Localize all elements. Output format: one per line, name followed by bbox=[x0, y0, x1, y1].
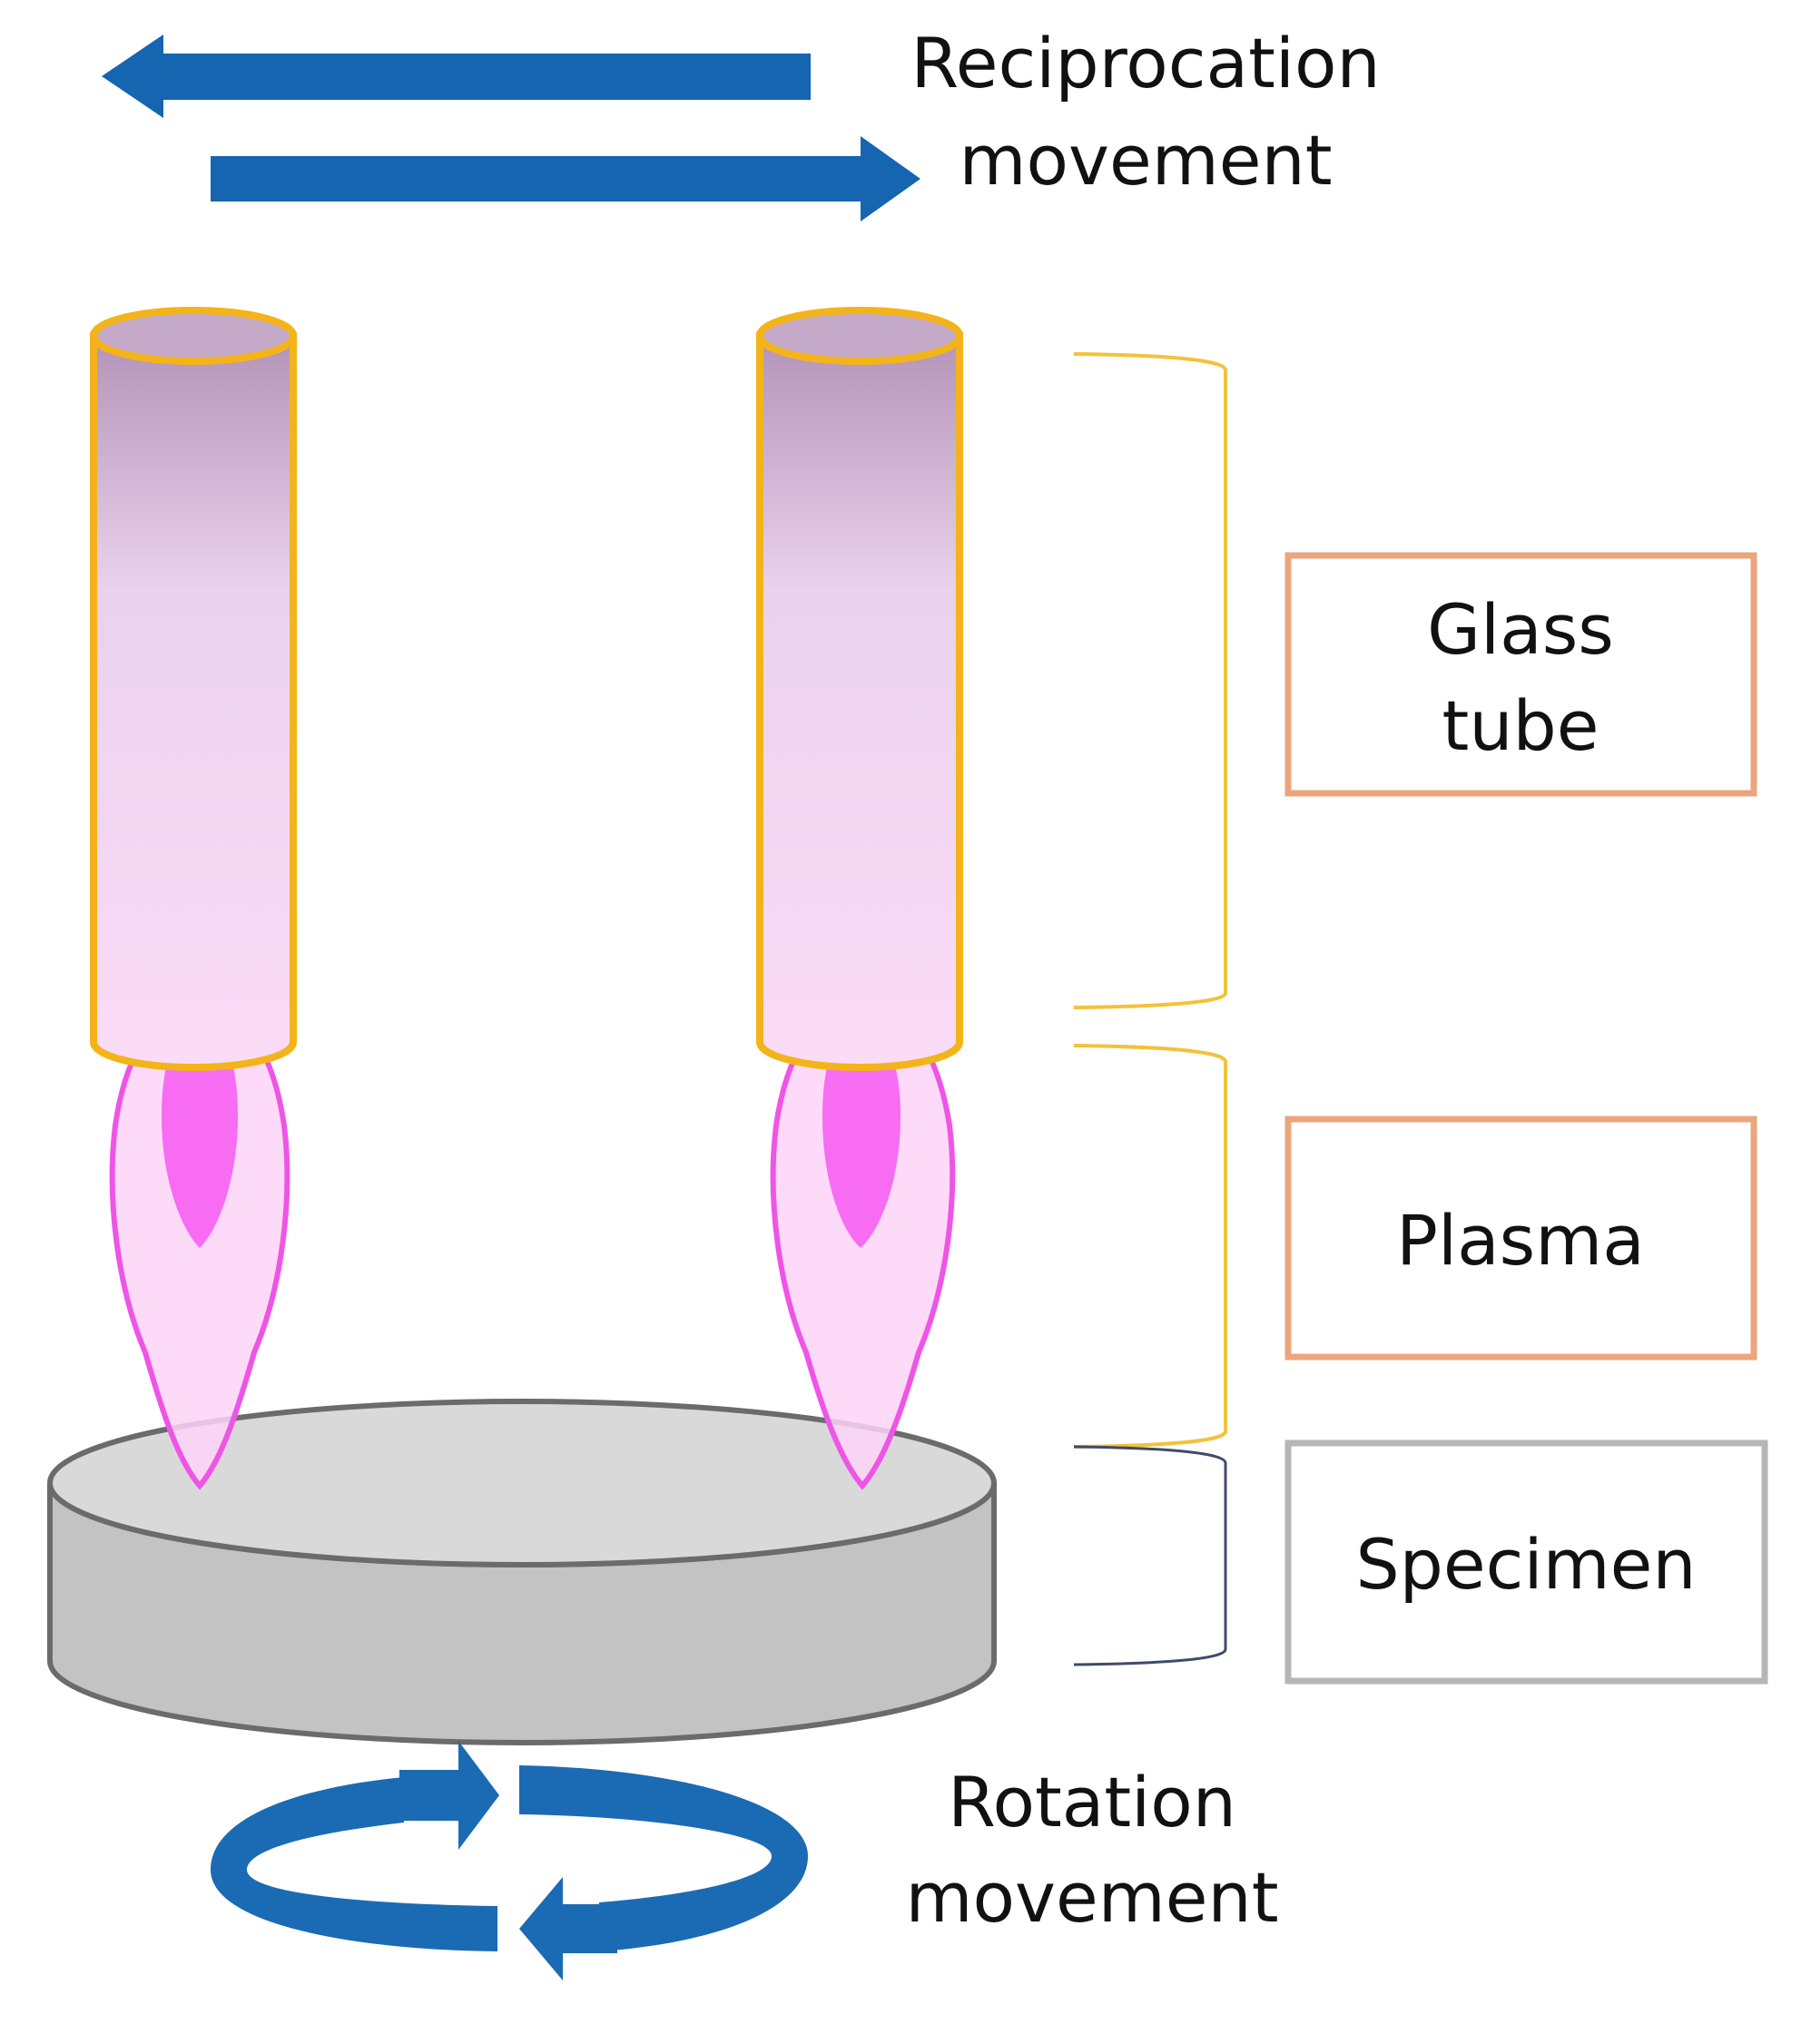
rotation-label-line1: Rotation bbox=[948, 1762, 1236, 1843]
specimen-label: Specimen bbox=[1355, 1524, 1696, 1605]
specimen-box-frame bbox=[1284, 1440, 1768, 1685]
circular-arrows-icon bbox=[211, 1741, 808, 1980]
reciprocation-label-line1: Reciprocation bbox=[910, 23, 1380, 103]
rotation-label-line2: movement bbox=[905, 1857, 1278, 1938]
left-torch bbox=[90, 307, 297, 1490]
rotation-band-right bbox=[519, 1765, 808, 1951]
right-glass-tube bbox=[756, 332, 963, 1071]
right-tube-top bbox=[756, 307, 963, 365]
rotation-arrowhead-top bbox=[399, 1741, 499, 1850]
glass-tube-label-line2: tube bbox=[1442, 685, 1599, 766]
glass-tube-box: Glass tube bbox=[1284, 552, 1757, 797]
glass-tube-box-frame bbox=[1284, 552, 1757, 797]
specimen-box: Specimen bbox=[1284, 1440, 1768, 1685]
glass-tube-label-line1: Glass bbox=[1427, 589, 1614, 670]
plasma-box-frame bbox=[1284, 1115, 1757, 1361]
right-arrow bbox=[211, 136, 920, 221]
reciprocation-arrows-icon bbox=[102, 34, 920, 221]
left-arrow bbox=[102, 34, 811, 118]
rotation-band-left bbox=[211, 1777, 497, 1951]
rotation-arrowhead-bottom bbox=[519, 1877, 617, 1980]
plasma-box: Plasma bbox=[1284, 1115, 1757, 1361]
right-plasma-core bbox=[822, 1026, 900, 1248]
right-torch bbox=[756, 307, 963, 1490]
specimen-disk bbox=[47, 1399, 997, 1745]
glass-tube-bracket bbox=[1073, 352, 1227, 1009]
left-glass-tube bbox=[90, 332, 297, 1071]
specimen-bracket bbox=[1073, 1445, 1227, 1666]
plasma-bracket bbox=[1073, 1044, 1227, 1449]
specimen-top bbox=[47, 1399, 997, 1567]
plasma-label: Plasma bbox=[1396, 1200, 1645, 1281]
reciprocation-label-line2: movement bbox=[959, 120, 1332, 201]
left-tube-top bbox=[90, 307, 297, 365]
left-plasma-core bbox=[162, 1026, 238, 1248]
